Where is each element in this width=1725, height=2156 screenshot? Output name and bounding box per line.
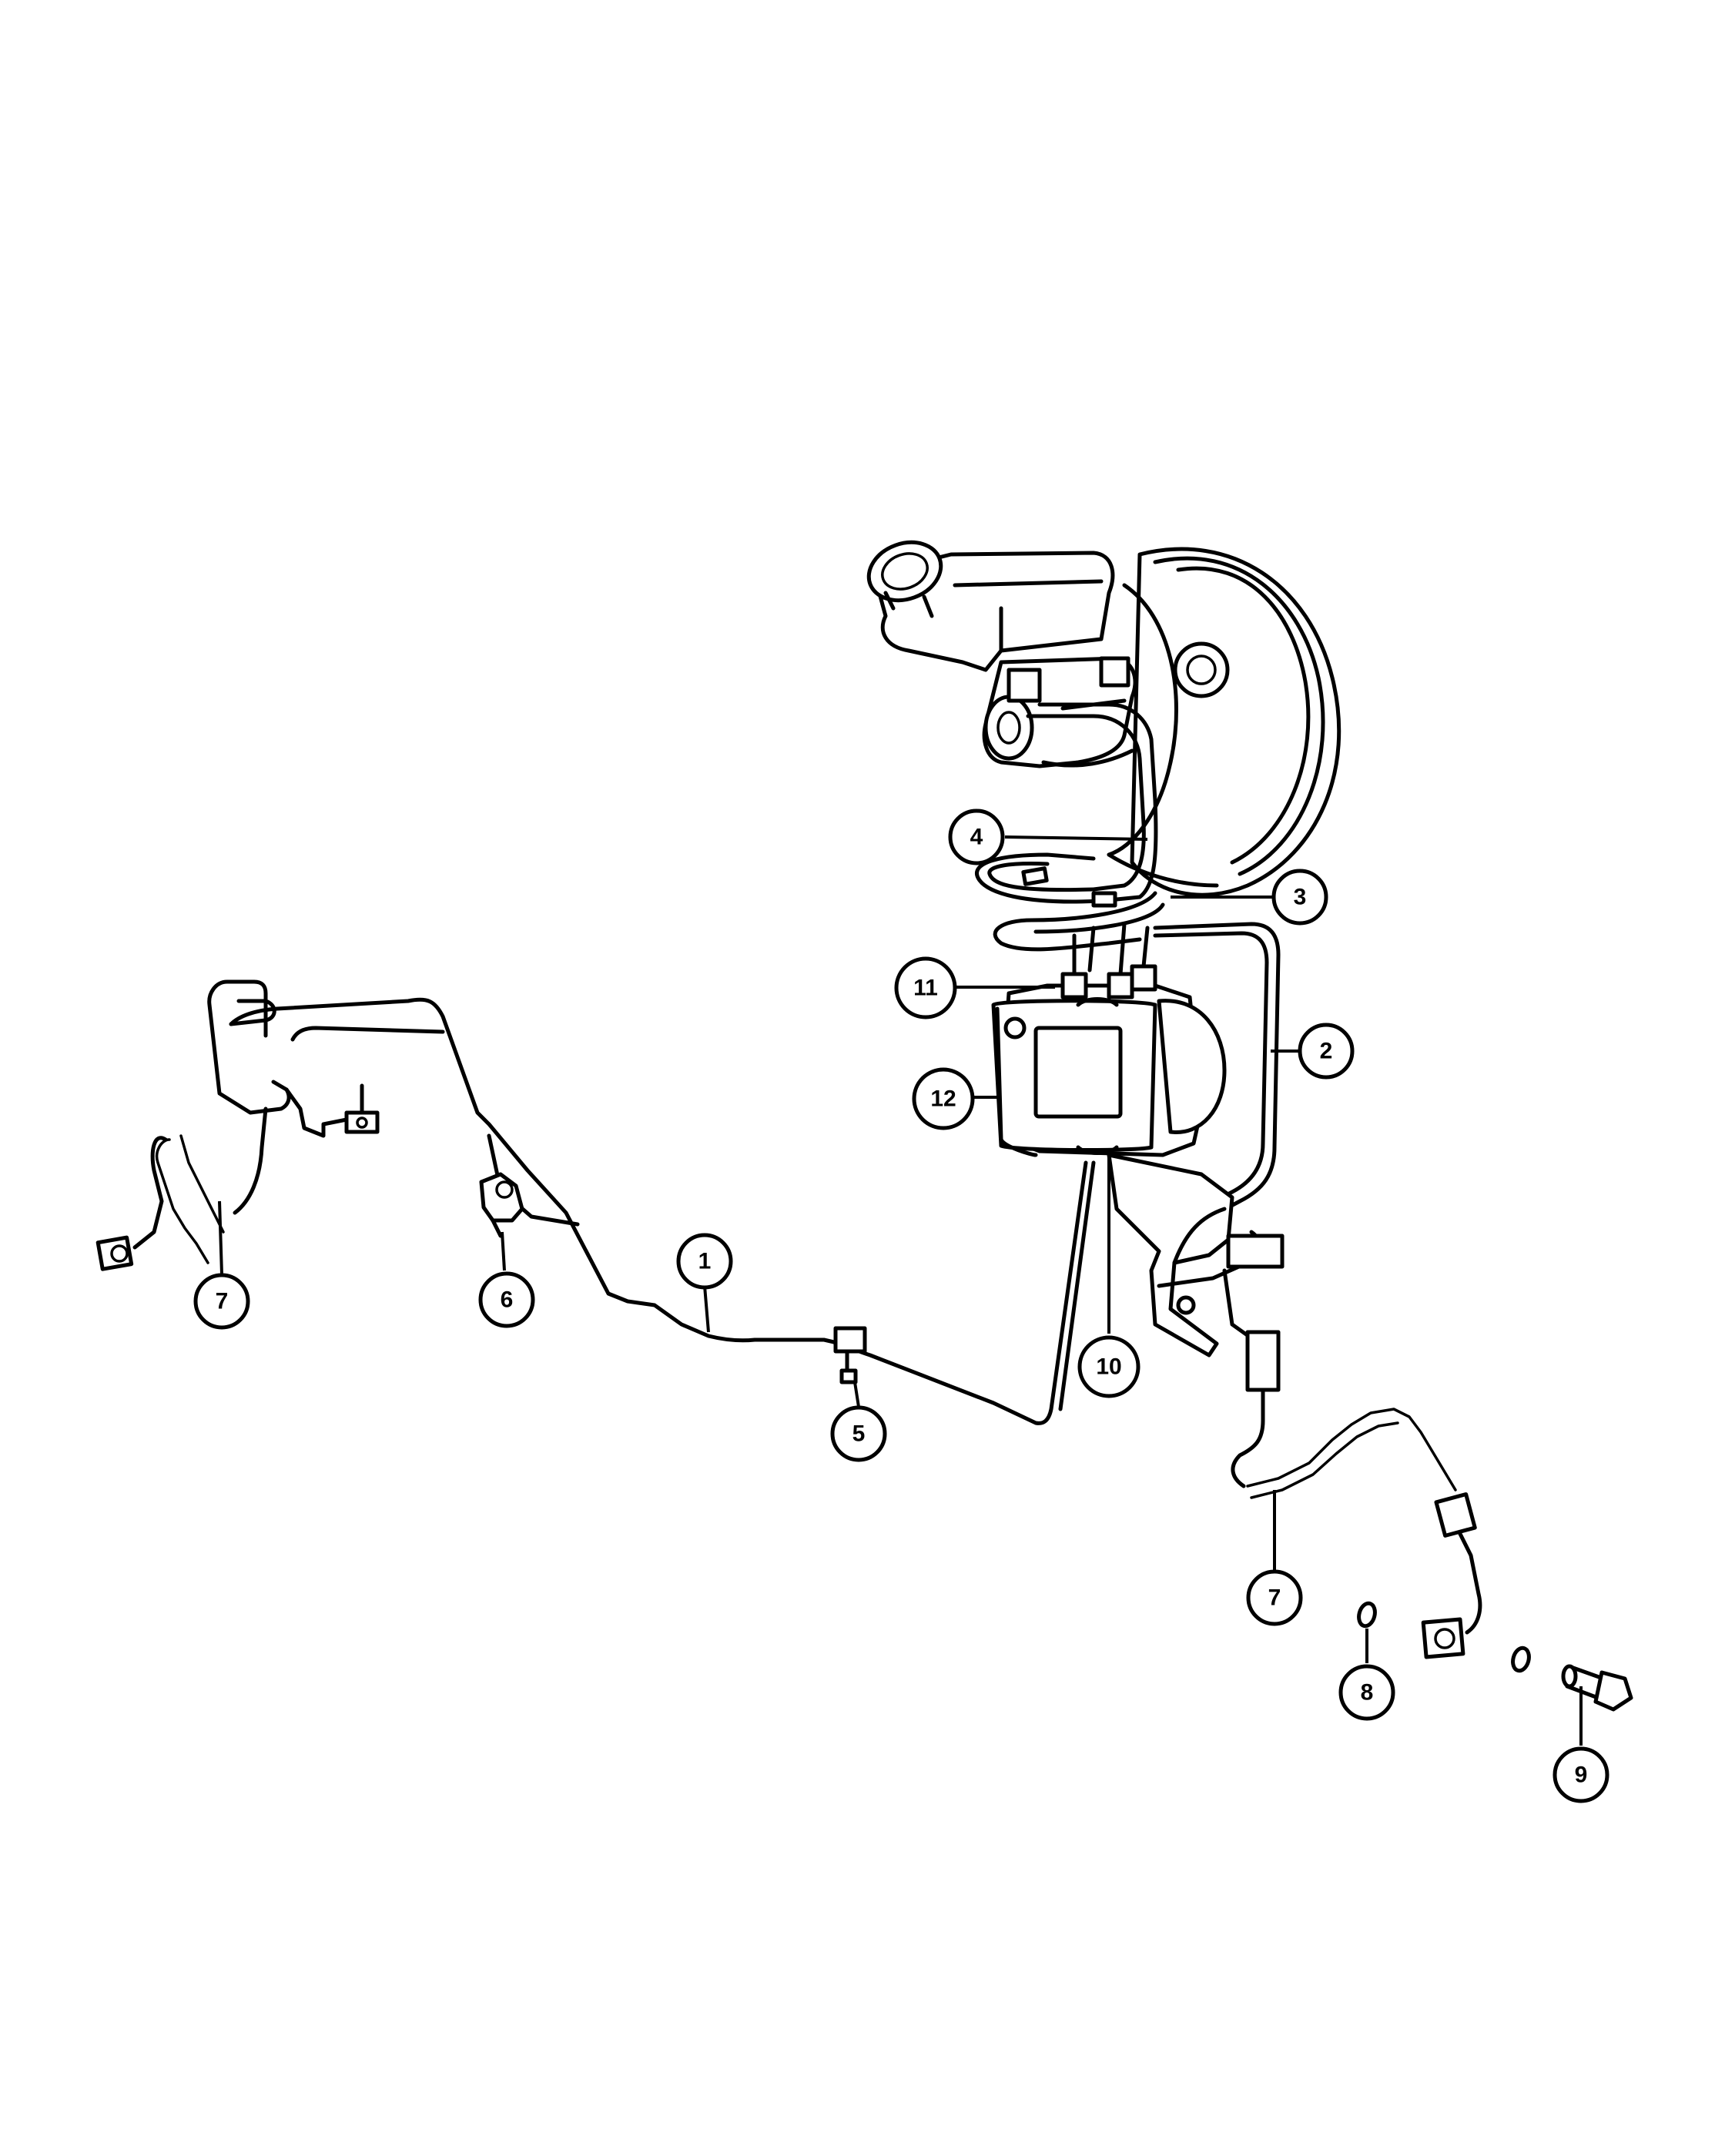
callout-9: 9 bbox=[1552, 1746, 1609, 1803]
callout-3-label: 3 bbox=[1294, 885, 1307, 910]
callout-4-label: 4 bbox=[970, 825, 983, 850]
leader-lines bbox=[218, 835, 1583, 1746]
clip-5 bbox=[833, 1326, 867, 1384]
callout-11: 11 bbox=[894, 956, 957, 1019]
abs-bracket bbox=[1107, 1153, 1234, 1358]
left-brake-hose bbox=[95, 979, 380, 1271]
callout-4: 4 bbox=[948, 808, 1005, 865]
callout-2-label: 2 bbox=[1320, 1039, 1333, 1064]
callout-1: 1 bbox=[676, 1233, 733, 1290]
master-cylinder-reservoir bbox=[866, 540, 1137, 768]
callout-5: 5 bbox=[830, 1405, 887, 1462]
callout-5-label: 5 bbox=[852, 1421, 866, 1447]
callout-6-label: 6 bbox=[501, 1287, 514, 1313]
callout-10: 10 bbox=[1077, 1335, 1141, 1398]
clip-6 bbox=[479, 1172, 524, 1238]
callout-7-left: 7 bbox=[193, 1273, 250, 1330]
brake-lines-3-4 bbox=[975, 702, 1165, 952]
callout-2: 2 bbox=[1298, 1023, 1355, 1080]
callout-1-label: 1 bbox=[698, 1249, 712, 1274]
callout-8: 8 bbox=[1338, 1664, 1395, 1721]
washer-8 bbox=[1357, 1601, 1377, 1629]
callout-7-right-label: 7 bbox=[1268, 1585, 1281, 1611]
callout-9-label: 9 bbox=[1575, 1763, 1588, 1788]
callout-7-left-label: 7 bbox=[216, 1289, 229, 1314]
callout-6: 6 bbox=[478, 1271, 535, 1328]
callout-10-label: 10 bbox=[1096, 1354, 1121, 1380]
banjo-bolt-9 bbox=[1561, 1664, 1633, 1712]
callout-12-label: 12 bbox=[930, 1086, 956, 1112]
washer-8b bbox=[1511, 1645, 1531, 1673]
brake-line-1 bbox=[229, 997, 1096, 1425]
callout-12: 12 bbox=[912, 1067, 975, 1130]
abs-module bbox=[991, 922, 1227, 1157]
right-brake-hose bbox=[1157, 1230, 1482, 1659]
callout-8-label: 8 bbox=[1361, 1680, 1374, 1706]
callout-3: 3 bbox=[1271, 869, 1328, 926]
callout-11-label: 11 bbox=[913, 976, 938, 1001]
callout-7-right: 7 bbox=[1246, 1569, 1303, 1626]
brake-booster bbox=[1107, 547, 1341, 897]
